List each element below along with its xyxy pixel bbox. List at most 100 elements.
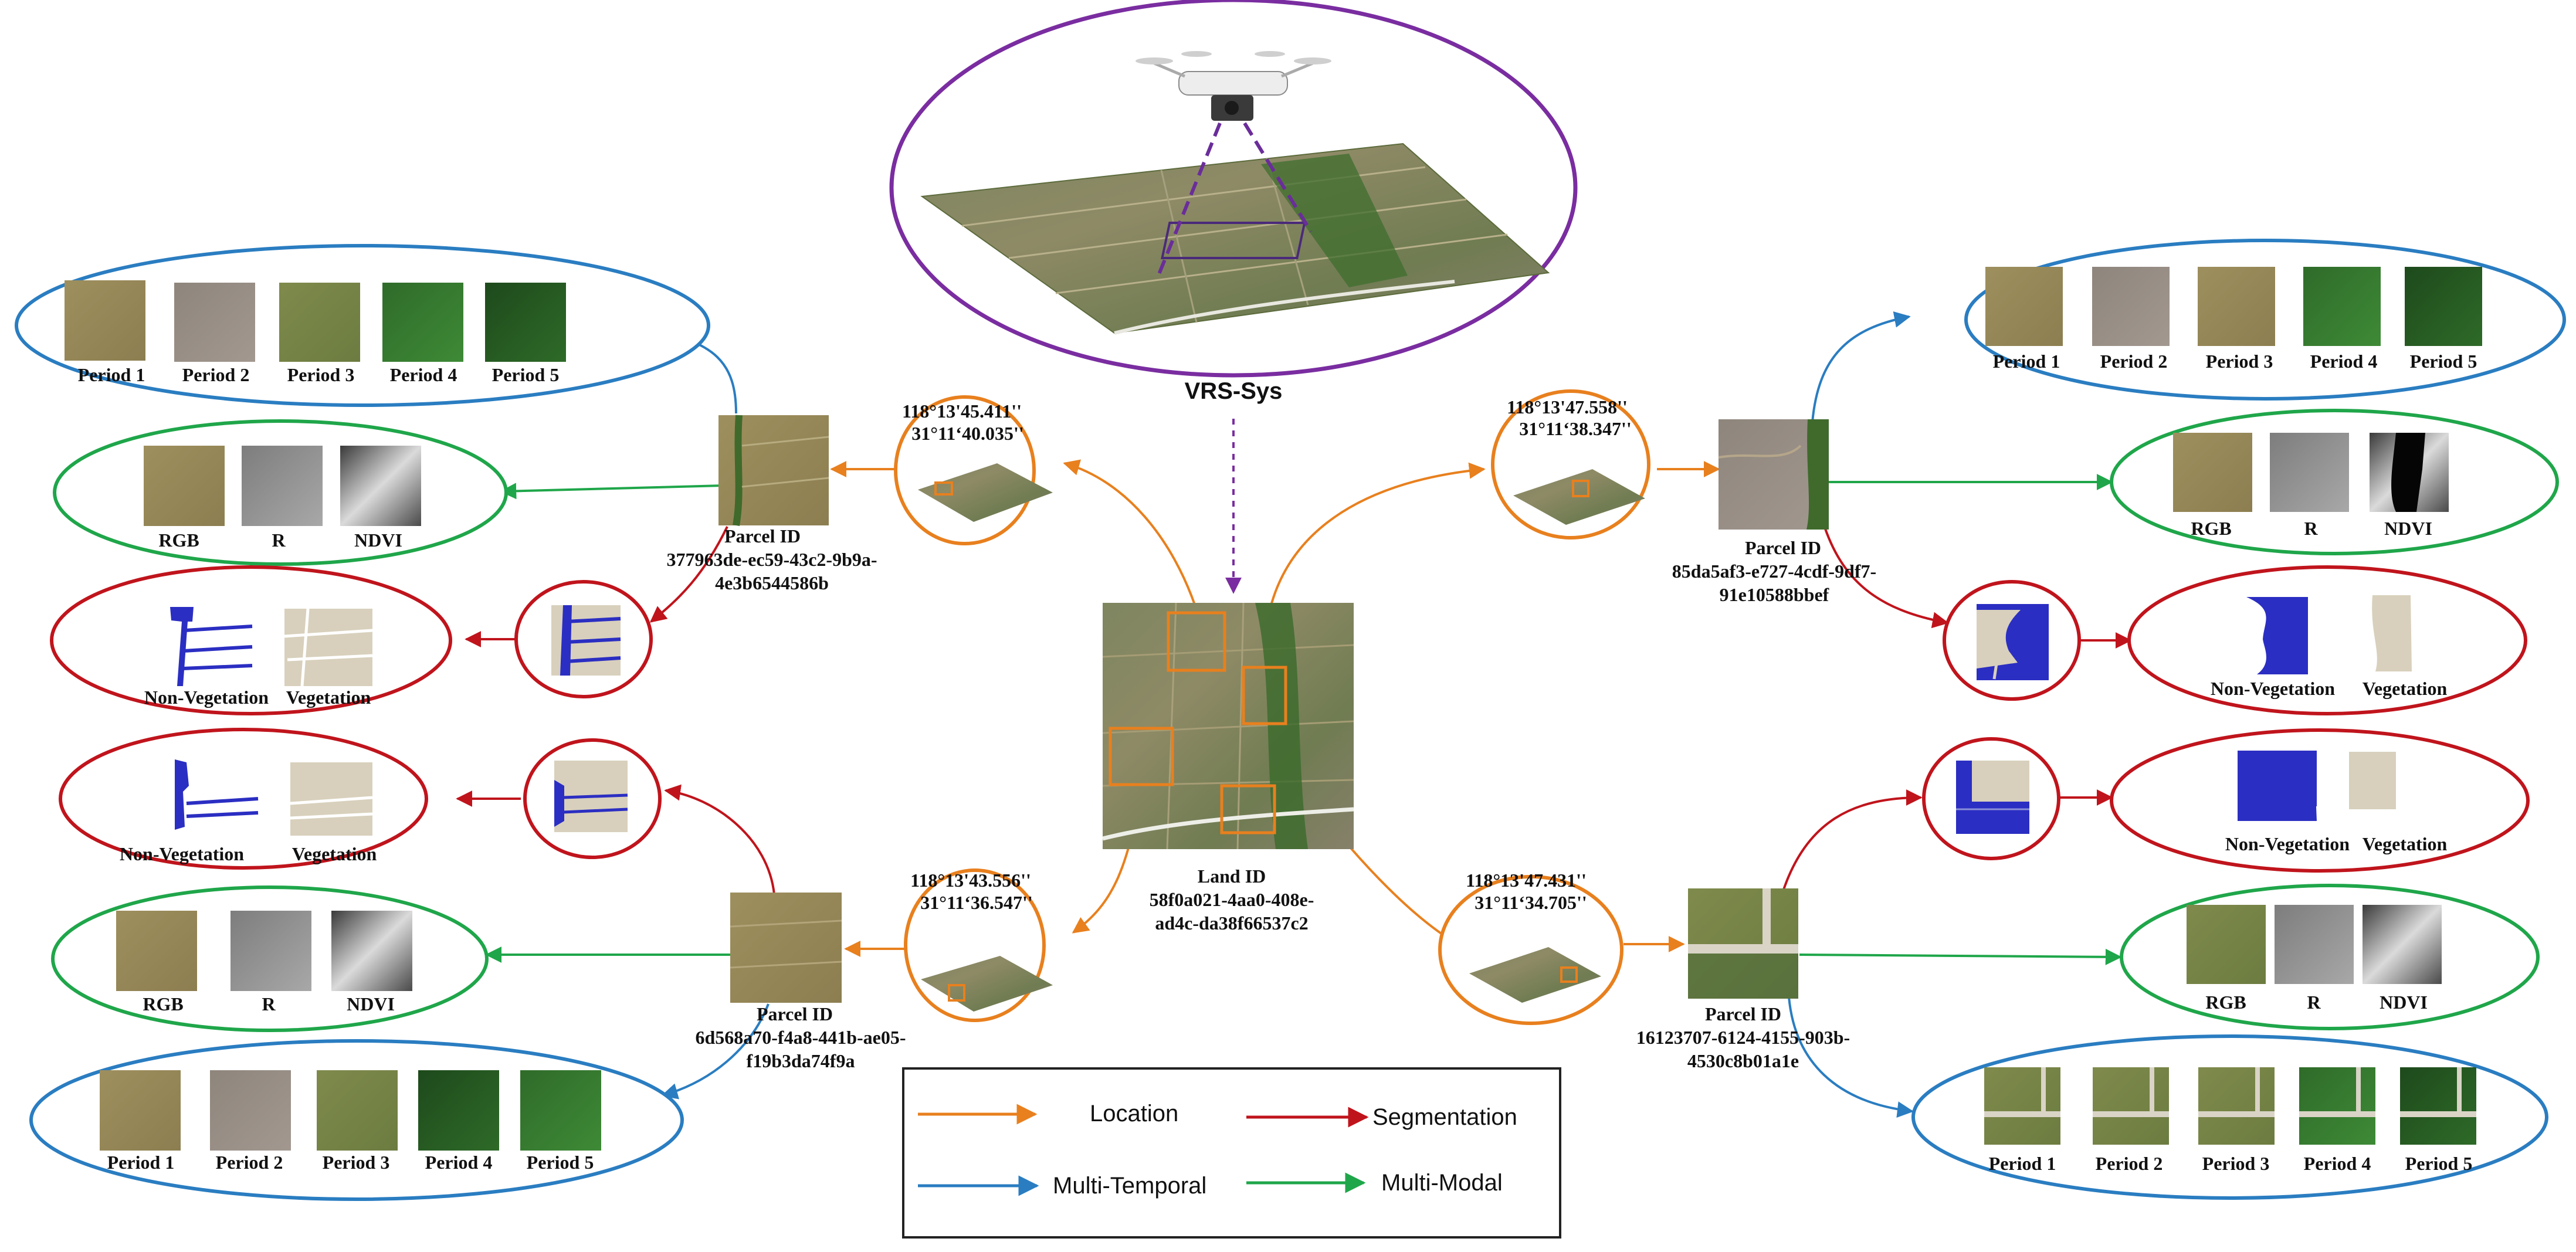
coord-bl-lat: 31°11‘36.547'' — [920, 892, 1032, 913]
coord-br-lon: 118°13'47.431'' — [1466, 870, 1587, 891]
seg-tr-ellipse — [2127, 565, 2527, 715]
modal-bl-label-ndvi: NDVI — [347, 993, 395, 1015]
modal-tr-group: RGB R NDVI — [2110, 409, 2559, 555]
seg-tl-label-non-veg: Non-Vegetation — [144, 687, 269, 708]
seg-bl-group: Non-Vegetation Vegetation — [59, 728, 428, 870]
temporal-br-label-1: Period 1 — [1989, 1153, 2056, 1174]
seg-bl-label-non-veg: Non-Vegetation — [120, 843, 244, 864]
legend-location-label: Location — [1090, 1101, 1178, 1127]
modal-br-thumb-ndvi — [2363, 905, 2442, 984]
parcel-tl-to-seg-circle-arrow — [649, 526, 728, 623]
coord-tr-lon: 118°13'47.558'' — [1507, 396, 1628, 418]
parcel-br-id-line1: 16123707-6124-4155-903b- — [1636, 1027, 1850, 1048]
land-to-coord-tl-arrow — [1063, 459, 1198, 610]
temporal-tl-label-1: Period 1 — [78, 364, 145, 385]
parcel-tr-node: Parcel ID 85da5af3-e727-4cdf-9df7- 91e10… — [1672, 419, 1876, 605]
seg-tl-veg-mask — [284, 608, 373, 687]
temporal-tl-thumb-2 — [174, 283, 255, 362]
parcel-tr-id-line2: 91e10588bbef — [1720, 584, 1829, 605]
temporal-tr-label-5: Period 5 — [2410, 351, 2477, 372]
parcel-br-to-seg-circle-arrow — [1782, 789, 1923, 892]
seg-bl-non-veg-mask — [175, 759, 259, 830]
temporal-bl-label-2: Period 2 — [216, 1152, 283, 1173]
seg-br-non-veg-mask — [2238, 751, 2317, 821]
coord-bl-node: 118°13'43.556'' 31°11‘36.547'' — [904, 868, 1053, 1022]
coord-bl-mini-map — [921, 956, 1053, 1012]
land-parcel-box-tr — [1242, 666, 1287, 725]
modal-bl-thumb-rgb — [116, 911, 197, 991]
temporal-tl-group: Period 1 Period 2 Period 3 Period 4 Peri… — [15, 244, 710, 407]
legend-multi-temporal-label: Multi-Temporal — [1053, 1173, 1206, 1199]
seg-br-label-non-veg: Non-Vegetation — [2225, 833, 2350, 854]
modal-tl-label-ndvi: NDVI — [354, 530, 402, 551]
legend: Location Segmentation Multi-Temporal Mul… — [902, 1067, 1561, 1239]
temporal-br-thumb-5 — [2400, 1067, 2476, 1145]
temporal-tr-label-2: Period 2 — [2100, 351, 2168, 372]
modal-tl-thumb-ndvi — [340, 446, 421, 526]
legend-segmentation-label: Segmentation — [1372, 1104, 1517, 1130]
temporal-bl-group: Period 1 Period 2 Period 3 Period 4 Peri… — [29, 1039, 684, 1201]
seg-bl-label-veg: Vegetation — [292, 843, 377, 864]
coord-br-lat: 31°11‘34.705'' — [1475, 892, 1587, 913]
parcel-bl-id-line1: 6d568a70-f4a8-441b-ae05- — [695, 1027, 906, 1048]
modal-br-group: RGB R NDVI — [2120, 884, 2540, 1030]
temporal-br-thumb-4 — [2299, 1067, 2375, 1145]
parcel-br-to-temporal-arrow — [1788, 996, 1914, 1118]
modal-tl-thumb-r — [242, 446, 323, 526]
parcel-br-to-modal-arrow — [1799, 948, 2122, 965]
temporal-tl-label-5: Period 5 — [492, 364, 560, 385]
modal-br-label-rgb: RGB — [2205, 992, 2246, 1013]
temporal-tr-thumb-4 — [2303, 267, 2381, 346]
temporal-bl-thumb-3 — [317, 1070, 398, 1151]
modal-bl-thumb-ndvi — [331, 911, 412, 991]
parcel-tr-to-temporal-arrow — [1811, 311, 1911, 423]
coord-tr-node: 118°13'47.558'' 31°11‘38.347'' — [1491, 389, 1650, 540]
modal-tl-label-r: R — [272, 530, 286, 551]
system-node: VRS-Sys — [889, 0, 1578, 404]
land-parcel-box-br — [1220, 784, 1276, 834]
seg-tr-group: Non-Vegetation Vegetation — [2127, 565, 2527, 715]
seg-circle-br — [1922, 737, 2060, 860]
temporal-tl-label-3: Period 3 — [287, 364, 355, 385]
parcel-br-id-label: Parcel ID — [1705, 1003, 1781, 1024]
parcel-bl-id-line2: f19b3da74f9a — [747, 1050, 855, 1071]
seg-tr-non-veg-mask — [2246, 597, 2308, 674]
coord-br-node: 118°13'47.431'' 31°11‘34.705'' — [1438, 870, 1623, 1025]
seg-br-group: Non-Vegetation Vegetation — [2110, 728, 2530, 873]
parcel-br-node: Parcel ID 16123707-6124-4155-903b- 4530c… — [1636, 888, 1850, 1071]
temporal-tr-thumb-5 — [2405, 267, 2482, 346]
modal-tl-label-rgb: RGB — [158, 530, 199, 551]
land-image — [1103, 603, 1354, 849]
seg-circle-bl — [523, 738, 662, 859]
parcel-tr-to-seg-circle-arrow — [1822, 521, 1949, 629]
temporal-bl-thumb-5 — [520, 1070, 601, 1151]
temporal-br-thumb-2 — [2093, 1067, 2169, 1145]
parcel-br-id-line2: 4530c8b01a1e — [1687, 1050, 1799, 1071]
modal-bl-group: RGB R NDVI — [51, 885, 489, 1032]
temporal-br-group: Period 1 Period 2 Period 3 Period 4 Peri… — [1911, 1034, 2548, 1200]
modal-br-label-r: R — [2307, 992, 2321, 1013]
legend-multi-modal-label: Multi-Modal — [1381, 1170, 1503, 1196]
modal-tr-thumb-rgb — [2173, 433, 2252, 512]
seg-tr-veg-mask — [2372, 595, 2412, 671]
modal-tl-thumb-rgb — [144, 446, 225, 526]
seg-br-label-veg: Vegetation — [2363, 833, 2448, 854]
land-parcel-box-bl — [1109, 727, 1174, 786]
land-id-label: Land ID — [1198, 866, 1266, 887]
coord-br-mini-map — [1469, 947, 1601, 1003]
parcel-bl-to-temporal-arrow — [661, 1003, 770, 1100]
seg-circle-tl — [514, 580, 653, 698]
seg-br-veg-mask — [2349, 752, 2396, 809]
legend-box — [902, 1067, 1561, 1239]
temporal-tr-group: Period 1 Period 2 Period 3 Period 4 Peri… — [1964, 239, 2566, 401]
coord-tl-lat: 31°11‘40.035'' — [911, 423, 1023, 444]
coord-tl-mini-map — [918, 463, 1053, 522]
temporal-tr-label-3: Period 3 — [2206, 351, 2273, 372]
seg-tl-group: Non-Vegetation Vegetation — [50, 565, 452, 715]
temporal-bl-label-3: Period 3 — [323, 1152, 390, 1173]
parcel-bl-image — [730, 893, 842, 1003]
temporal-tr-thumb-3 — [2198, 267, 2275, 346]
parcel-bl-id-label: Parcel ID — [757, 1003, 833, 1024]
temporal-bl-label-1: Period 1 — [107, 1152, 175, 1173]
